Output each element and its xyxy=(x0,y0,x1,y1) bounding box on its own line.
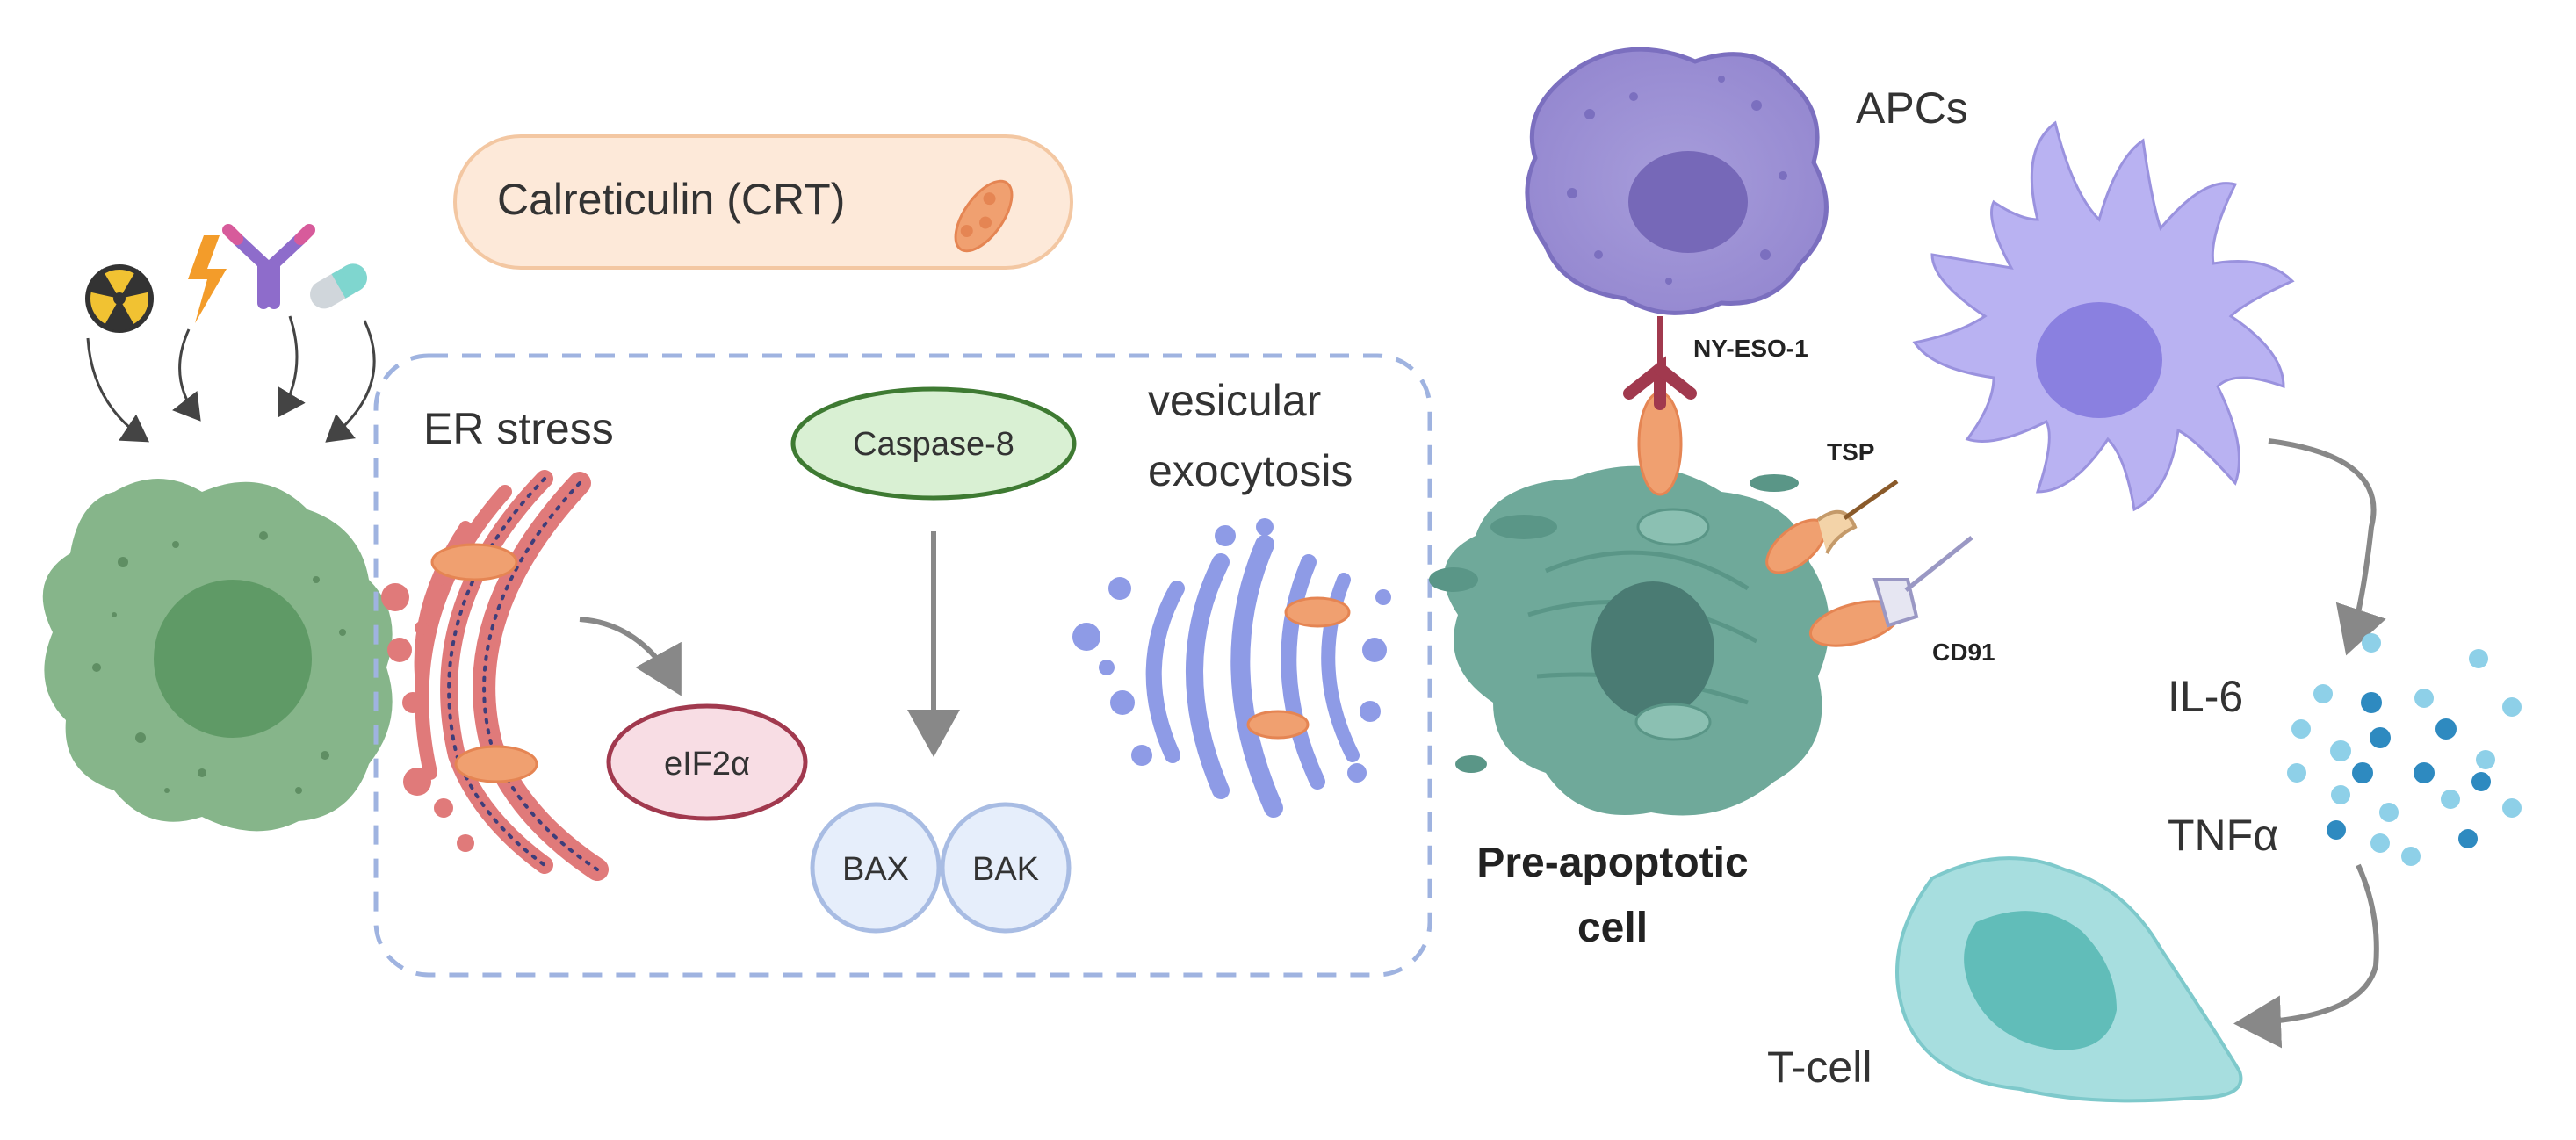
lightning-icon xyxy=(188,235,227,323)
cytokines-to-tcell-arrow xyxy=(2233,863,2379,1049)
crt-on-golgi-1 xyxy=(1284,596,1351,628)
er-stress-label: ER stress xyxy=(423,404,614,453)
caspase-8-node: Caspase-8 xyxy=(790,386,1077,501)
pre-apoptotic-cell xyxy=(1429,465,1829,816)
pre-apoptotic-label-line1: Pre-apoptotic xyxy=(1476,840,1748,886)
er-to-eif2a-arrow xyxy=(579,617,682,696)
golgi-vesicles xyxy=(1072,518,1391,783)
crt-on-er-2 xyxy=(454,745,538,783)
antibody-icon xyxy=(222,224,315,309)
tumor-cell xyxy=(42,479,393,832)
apcs-label: APCs xyxy=(1856,83,1968,133)
tsp-ligand xyxy=(1816,479,1899,554)
nyeso1-label: NY-ESO-1 xyxy=(1693,335,1808,362)
tcell-label: T-cell xyxy=(1767,1043,1872,1092)
bak-node: BAK xyxy=(940,802,1072,934)
pre-apoptotic-label-line2: cell xyxy=(1577,905,1648,951)
cd91-receptor xyxy=(1872,536,1973,628)
tnfa-label: TNFα xyxy=(2168,811,2278,860)
inducer-arrows xyxy=(86,315,376,443)
tsp-label: TSP xyxy=(1827,438,1874,465)
exocytosis-label: exocytosis xyxy=(1148,446,1353,495)
caspase-8-label: Caspase-8 xyxy=(853,426,1014,463)
dc-to-cytokines-arrow xyxy=(2268,438,2386,656)
t-cell xyxy=(1895,856,2243,1103)
crt-on-er-1 xyxy=(430,543,518,581)
er-vesicles xyxy=(381,574,474,852)
bax-label: BAX xyxy=(842,851,909,888)
eif2a-label: eIF2α xyxy=(664,746,750,783)
cytokine-particles xyxy=(2287,633,2522,866)
crt-on-golgi-2 xyxy=(1246,710,1310,740)
nyeso1-receptor xyxy=(1623,316,1697,410)
radiation-icon xyxy=(85,264,154,333)
cd91-label: CD91 xyxy=(1932,639,1995,666)
bak-label: BAK xyxy=(972,851,1039,888)
bax-node: BAX xyxy=(810,802,942,934)
mechanism-box xyxy=(373,353,1432,978)
pill-icon xyxy=(310,263,367,309)
crt-protein-icon xyxy=(954,179,1014,253)
eif2a-node: eIF2α xyxy=(606,703,808,821)
calreticulin-label: Calreticulin (CRT) xyxy=(497,175,845,224)
il6-label: IL-6 xyxy=(2168,672,2243,721)
calreticulin-badge: Calreticulin (CRT) xyxy=(453,134,1073,270)
macrophage-apc xyxy=(1525,47,1829,315)
vesicular-label: vesicular xyxy=(1148,376,1321,425)
golgi-apparatus xyxy=(1145,535,1360,818)
dendritic-cell-apc xyxy=(1912,120,2295,512)
